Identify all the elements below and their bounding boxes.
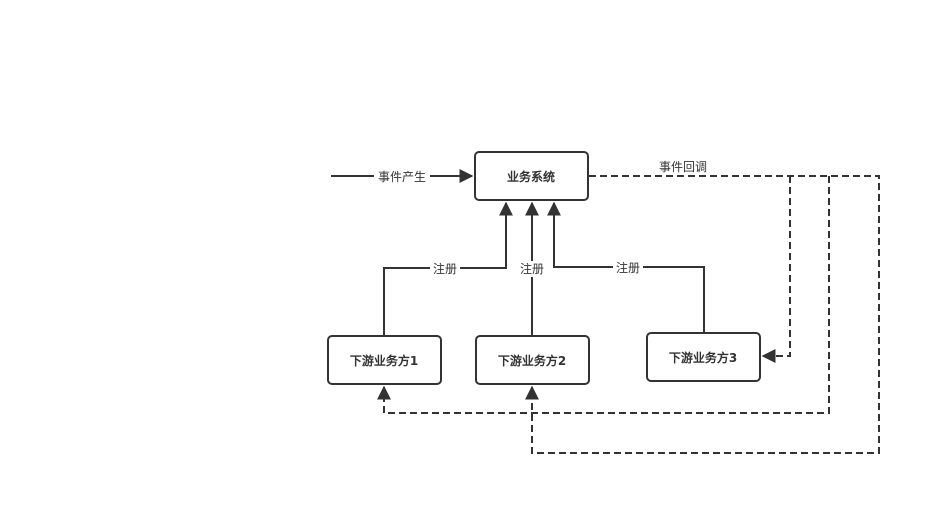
edge-label-register-3: 注册: [616, 260, 640, 275]
edge-event-produce: 事件产生: [331, 167, 474, 185]
edge-register-1: 注册: [383, 201, 513, 336]
edge-register-3: 注册: [547, 201, 705, 333]
edge-label-register-1: 注册: [433, 261, 457, 276]
edge-register-2: 注册: [517, 201, 547, 336]
node-label-business-system: 业务系统: [507, 169, 555, 184]
edge-label-event-callback: 事件回调: [659, 160, 707, 174]
edge-label-register-2: 注册: [520, 261, 544, 276]
node-label-downstream-3: 下游业务方3: [669, 350, 737, 365]
node-label-downstream-2: 下游业务方2: [498, 353, 566, 368]
node-downstream-1: 下游业务方1: [327, 335, 442, 385]
node-business-system: 业务系统: [474, 151, 589, 201]
edge-label-event-produce: 事件产生: [378, 170, 426, 184]
node-downstream-2: 下游业务方2: [475, 335, 590, 385]
node-downstream-3: 下游业务方3: [646, 332, 761, 382]
edge-event-callback: 事件回调: [377, 160, 880, 454]
node-label-downstream-1: 下游业务方1: [350, 353, 418, 368]
